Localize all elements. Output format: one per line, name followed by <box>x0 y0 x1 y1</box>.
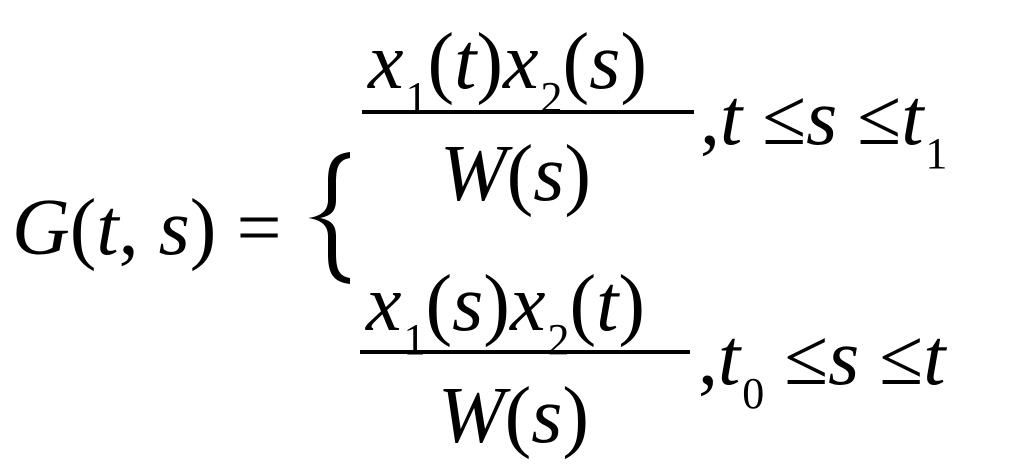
x-symbol: x <box>503 18 539 106</box>
leq-sign: ≤ <box>857 74 902 162</box>
var-t: t <box>718 314 741 402</box>
arg-s: s <box>533 130 565 218</box>
leq-sign: ≤ <box>762 74 807 162</box>
subscript-1: 1 <box>925 129 948 178</box>
subscript-2: 2 <box>540 73 563 122</box>
comma: , <box>698 314 718 402</box>
leq-sign: ≤ <box>784 314 829 402</box>
case2-denominator: W(s) <box>438 372 590 460</box>
case1-denominator: W(s) <box>440 130 592 218</box>
subscript-2: 2 <box>547 315 570 364</box>
arg-s: s <box>589 18 621 106</box>
x-symbol: x <box>368 18 404 106</box>
case2-numerator: x1(s)x2(t) <box>366 260 645 364</box>
left-brace <box>308 152 350 284</box>
case1-condition: ,t ≤s ≤t1 <box>700 78 947 176</box>
arg-s: s <box>531 372 563 460</box>
arg-t: t <box>454 18 477 106</box>
arg-s: s <box>158 184 190 272</box>
arg-t: t <box>596 260 619 348</box>
x-symbol: x <box>366 260 402 348</box>
right-paren: ) <box>189 184 217 272</box>
case1-numerator: x1(t)x2(s) <box>368 18 647 122</box>
case1-fraction-bar <box>362 110 694 114</box>
comma: , <box>700 74 720 162</box>
var-t: t <box>901 74 924 162</box>
x-symbol: x <box>509 260 546 348</box>
arg-s: s <box>452 260 484 348</box>
function-symbol-w: W <box>438 372 505 460</box>
subscript-1: 1 <box>403 315 426 364</box>
equals-sign: = <box>236 184 282 272</box>
subscript-1: 1 <box>405 73 428 122</box>
lhs-expression: G(t, s) = <box>12 188 282 268</box>
leq-sign: ≤ <box>879 314 924 402</box>
function-symbol-g: G <box>12 184 70 272</box>
comma: , <box>118 184 139 272</box>
case2-condition: ,t0 ≤s ≤t <box>698 318 945 416</box>
var-s: s <box>828 314 860 402</box>
arg-t: t <box>96 184 119 272</box>
var-t: t <box>720 74 743 162</box>
subscript-0: 0 <box>742 369 765 418</box>
left-paren: ( <box>69 184 97 272</box>
case2-fraction-bar <box>360 350 690 354</box>
function-symbol-w: W <box>440 130 507 218</box>
var-t: t <box>923 314 946 402</box>
var-s: s <box>806 74 838 162</box>
